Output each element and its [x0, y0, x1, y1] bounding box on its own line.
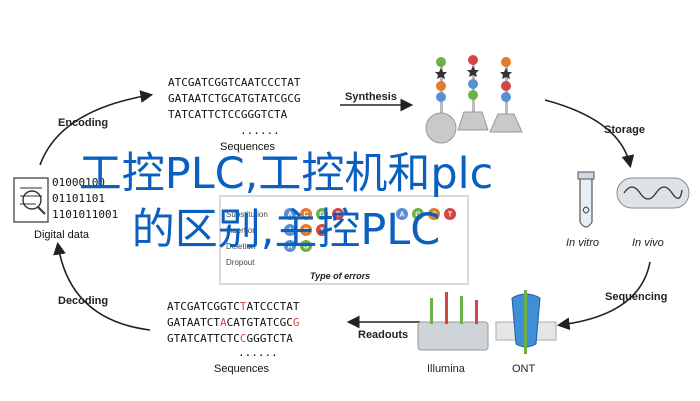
bottom-sequences: ATCGATCGGTCTATCCCTAT GATAATCTACATGTATCGC…	[167, 300, 300, 359]
storage-vitro-label: In vitro	[566, 237, 599, 249]
digital-line: 01000100	[52, 176, 105, 189]
bottom-seq-line: GTATCATTCTCCGGGTCTA	[167, 332, 293, 345]
storage-in-vitro	[577, 171, 595, 228]
bead-letter: A	[287, 212, 292, 219]
bead-t	[501, 81, 511, 91]
top-seq-line: TATCATTCTCCGGGTCTA	[168, 108, 288, 121]
step-decoding: Decoding	[58, 295, 108, 307]
synthesis-flask-group	[425, 55, 523, 144]
step-synthesis: Synthesis	[345, 91, 397, 103]
bead-c	[436, 81, 446, 91]
bead-t	[332, 208, 344, 220]
step-readouts: Readouts	[358, 329, 408, 341]
star-icon	[435, 68, 447, 79]
bottom-seq-line: GATAATCTACATGTATCGCG	[167, 316, 299, 329]
arrow-encoding	[39, 90, 154, 166]
bead-c	[501, 57, 511, 67]
bead-letter: C	[303, 212, 308, 219]
digital-data-label: Digital data	[34, 229, 90, 241]
bead-letter: C	[303, 228, 308, 235]
top-seq-dots: ......	[240, 124, 280, 137]
step-storage: Storage	[604, 124, 645, 136]
platform-illumina: Illumina	[427, 363, 466, 375]
bead-g	[316, 208, 328, 220]
star-icon	[500, 68, 512, 79]
bead-g	[412, 208, 424, 220]
bottom-seq-dots: ......	[238, 346, 278, 359]
dna-strand-icon	[623, 186, 683, 200]
arrow-sequencing	[556, 261, 651, 331]
top-seq-line: ATCGATCGGTCAATCCCTAT	[168, 76, 301, 89]
bead-letter: T	[448, 212, 453, 219]
digital-line: 1101011001	[52, 208, 118, 221]
bead-t	[444, 208, 456, 220]
error-row-label: Substitution	[226, 210, 268, 219]
digital-data: 01000100 01101101 1101011001	[13, 176, 118, 223]
ont-nanopore	[495, 290, 557, 354]
bead-a	[284, 240, 296, 252]
bead-letter: T	[336, 212, 341, 219]
illumina-flowcell	[417, 292, 489, 351]
bead-g	[300, 240, 312, 252]
error-row-label: Insertion	[226, 226, 257, 235]
bead-a	[284, 224, 296, 236]
error-row-label: Deletion	[226, 242, 255, 251]
platform-ont: ONT	[512, 363, 536, 375]
bead-c	[300, 224, 312, 236]
bead-g	[468, 90, 478, 100]
bead-t	[468, 55, 478, 65]
arrow-decoding	[53, 241, 151, 331]
bottom-seq-line: ATCGATCGGTCTATCCCTAT	[167, 300, 300, 313]
nucleotide-beads	[435, 55, 512, 102]
top-seq-line: GATAATCTGCATGTATCGCG	[168, 92, 300, 105]
bead-letter: A	[287, 244, 292, 251]
storage-in-vivo	[616, 177, 690, 209]
bead-t	[316, 224, 328, 236]
step-sequencing: Sequencing	[605, 291, 667, 303]
bead-letter: G	[303, 244, 309, 251]
bead-c	[300, 208, 312, 220]
bead-g	[436, 57, 446, 67]
bead-a	[436, 92, 446, 102]
dna-helix-icon	[582, 206, 590, 214]
step-encoding: Encoding	[58, 117, 108, 129]
bead-a	[396, 208, 408, 220]
digital-line: 01101101	[52, 192, 105, 205]
bottom-sequences-label: Sequences	[214, 363, 270, 375]
bead-letter: A	[399, 212, 404, 219]
bead-letter: C	[431, 212, 436, 219]
top-sequences: ATCGATCGGTCAATCCCTAT GATAATCTGCATGTATCGC…	[168, 76, 301, 137]
bead-letter: G	[415, 212, 421, 219]
bead-a	[501, 92, 511, 102]
error-bead-rows: A C G T A C T A G A G C T	[284, 208, 456, 252]
bead-letter: G	[319, 212, 325, 219]
arrow-storage	[544, 99, 635, 169]
magnifier-icon	[22, 190, 42, 210]
top-sequences-label: Sequences	[220, 141, 276, 153]
bead-a	[468, 79, 478, 89]
bead-letter: A	[287, 228, 292, 235]
bead-letter: T	[320, 228, 325, 235]
storage-vivo-label: In vivo	[632, 237, 664, 249]
star-icon	[467, 66, 479, 77]
error-panel-title: Type of errors	[310, 271, 370, 281]
bead-a	[284, 208, 296, 220]
error-types-panel: Substitution Insertion Deletion Dropout …	[219, 195, 469, 285]
bead-c	[428, 208, 440, 220]
error-row-label: Dropout	[226, 258, 255, 267]
